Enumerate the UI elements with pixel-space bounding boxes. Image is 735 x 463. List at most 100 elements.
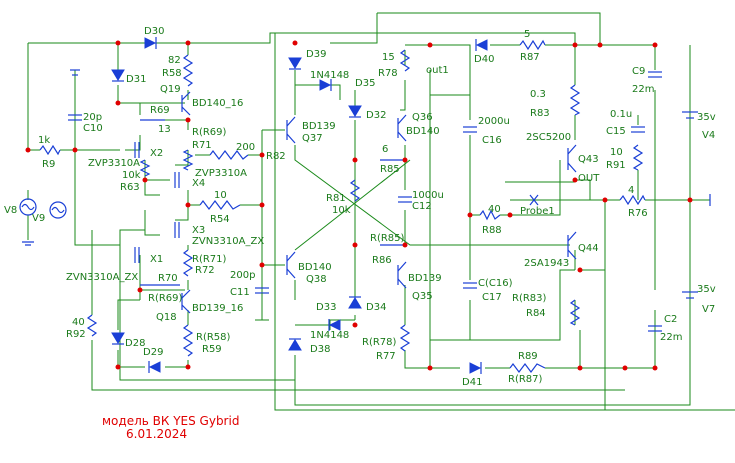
diode-D31 <box>111 69 125 82</box>
label-C9-val: 22m <box>632 84 654 95</box>
resistor-R59 <box>182 324 194 357</box>
label-R89: R89 <box>518 351 538 362</box>
label-R81-val: 10k <box>332 205 351 216</box>
label-D40: D40 <box>474 54 494 65</box>
resistor-R78 <box>399 49 411 72</box>
label-R78-val: 15 <box>382 52 395 63</box>
label-D31: D31 <box>126 74 146 85</box>
transistor-Q35 <box>397 261 407 289</box>
label-R92-val: 40 <box>72 317 85 328</box>
label-C12: C12 <box>412 201 432 212</box>
label-R72: R72 <box>195 265 215 276</box>
resistor-R54 <box>199 200 241 210</box>
diode-D41 <box>469 362 482 374</box>
label-C16: C16 <box>482 135 502 146</box>
transistor-Q43 <box>567 144 577 173</box>
diode-D32 <box>348 105 362 118</box>
resistor-R63 <box>139 159 151 177</box>
resistor-R82 <box>209 150 249 160</box>
label-Q35-type: BD139 <box>408 273 442 284</box>
label-R54-val: 10 <box>214 190 227 201</box>
label-C17: C17 <box>482 292 502 303</box>
label-D33: D33 <box>316 302 336 313</box>
label-X3-type: ZVN3310A_ZX <box>192 236 264 247</box>
label-C9: C9 <box>632 66 645 77</box>
transistor-Q37 <box>286 116 296 144</box>
label-Probe1: Probe1 <box>520 206 555 217</box>
label-R89-ref: R(R87) <box>508 374 543 385</box>
label-R85-val: 6 <box>382 144 388 155</box>
mosfet-X1 <box>134 247 140 263</box>
label-R58: R58 <box>162 68 182 79</box>
mosfet-X4 <box>174 172 180 188</box>
label-X2-type: ZVP3310A <box>88 158 140 169</box>
ground-V8 <box>22 241 34 246</box>
label-R76-val: 4 <box>628 185 634 196</box>
label-R54: R54 <box>210 214 230 225</box>
label-R84-ref: R(R83) <box>512 293 547 304</box>
label-D35: D35 <box>355 78 375 89</box>
diode-D39 <box>288 57 302 70</box>
label-C16-val: 2000u <box>478 116 510 127</box>
diode-D40 <box>475 39 488 51</box>
label-Q44-type: 2SA1943 <box>524 258 569 269</box>
label-Q37: Q37 <box>302 133 323 144</box>
label-R63-val: 10k <box>122 170 141 181</box>
title-line2: 6.01.2024 <box>126 427 187 441</box>
label-R88: R88 <box>482 225 502 236</box>
label-R78: R78 <box>378 68 398 79</box>
source-V8 <box>19 198 37 216</box>
label-R63: R63 <box>120 182 140 193</box>
label-R91: R91 <box>606 160 626 171</box>
label-R86-ref: R(R85) <box>370 233 405 244</box>
label-R76: R76 <box>628 208 648 219</box>
label-R70: R70 <box>158 273 178 284</box>
label-R83: R83 <box>530 108 550 119</box>
label-C2: C2 <box>664 314 677 325</box>
label-C10: C10 <box>83 123 103 134</box>
label-D38-type: 1N4148 <box>310 330 349 341</box>
label-R88-val: 40 <box>488 204 501 215</box>
label-D35-type: 1N4148 <box>310 70 349 81</box>
transistor-Q19 <box>181 91 191 116</box>
capacitor-C15 <box>631 126 645 133</box>
label-Q44: Q44 <box>578 243 599 254</box>
diode-D38 <box>288 338 302 351</box>
battery-V7 <box>682 291 698 299</box>
label-V7: V7 <box>702 304 715 315</box>
label-R87-val: 5 <box>524 29 530 40</box>
label-Q38-type: BD140 <box>298 262 332 273</box>
resistor-R77 <box>399 324 411 352</box>
label-Q38: Q38 <box>306 274 327 285</box>
capacitor-C11 <box>255 287 269 321</box>
resistor-R83 <box>569 84 581 116</box>
label-D28: D28 <box>125 338 145 349</box>
label-C10-val: 20p <box>83 112 102 123</box>
resistor-R88 <box>479 209 501 221</box>
label-D34: D34 <box>366 302 386 313</box>
label-D38: D38 <box>310 344 330 355</box>
label-R87: R87 <box>520 52 540 63</box>
label-R83-val: 0.3 <box>530 89 546 100</box>
label-X1: X1 <box>150 254 163 265</box>
title-line1: модель ВК YES Gybrid <box>102 414 239 428</box>
component-labels: D30 D31 82 R58 Q19 BD140_16 R69 13 R(R69… <box>4 26 716 388</box>
probe-Probe1 <box>529 194 539 206</box>
components <box>19 37 711 374</box>
label-R86: R86 <box>372 255 392 266</box>
label-Q36-type: BD140 <box>406 126 440 137</box>
label-R81: R81 <box>326 193 346 204</box>
label-Q36: Q36 <box>412 112 433 123</box>
label-C15-val: 0.1u <box>610 109 632 120</box>
junctions <box>25 40 693 371</box>
label-R72-ref: R(R71) <box>192 254 227 265</box>
label-C11-val: 200p <box>230 270 255 281</box>
resistor-R81 <box>349 179 361 202</box>
diode-D28 <box>111 332 125 345</box>
label-V4: V4 <box>702 130 715 141</box>
resistor-R91 <box>632 144 644 171</box>
mosfet-X3 <box>174 222 180 238</box>
label-Q19: Q19 <box>160 84 181 95</box>
